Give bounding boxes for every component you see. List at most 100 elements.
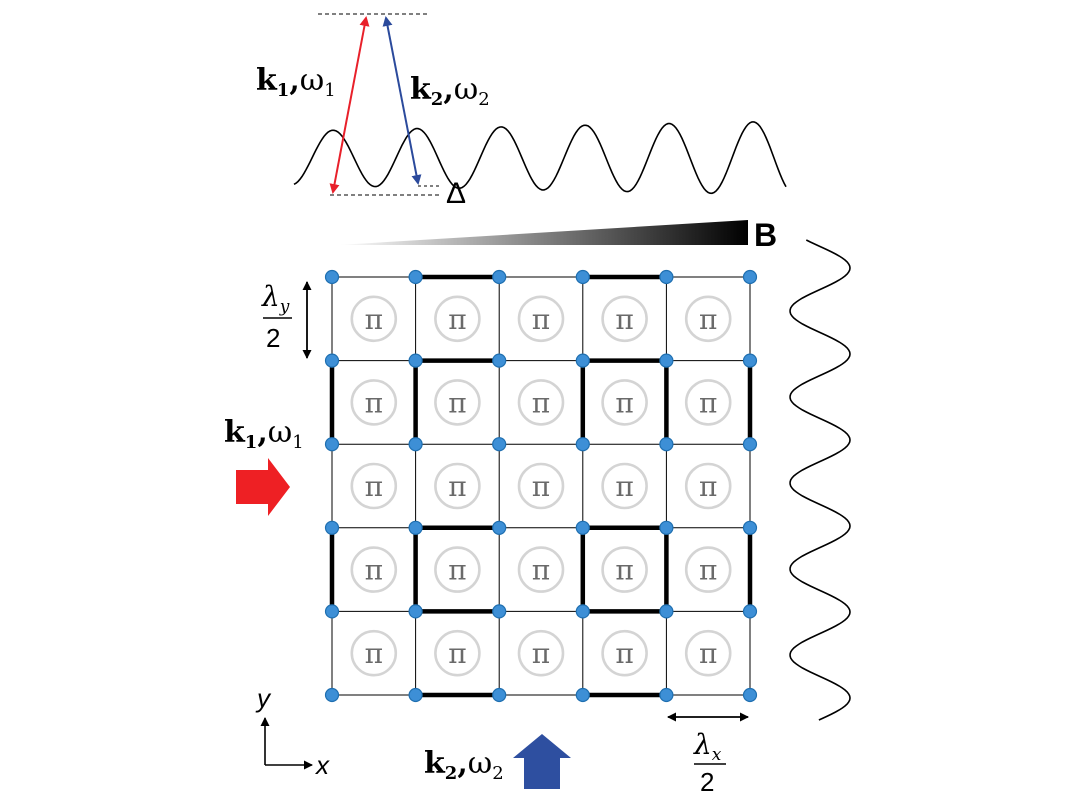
- flux-loop: [601, 295, 648, 343]
- lattice-site: [575, 604, 590, 619]
- plaquette-phase-label: π: [699, 303, 717, 336]
- flux-loop: [517, 295, 565, 343]
- lattice-site: [659, 604, 674, 619]
- lattice-site: [324, 269, 340, 285]
- detuning-label: Δ: [446, 177, 466, 210]
- flux-loop: [684, 546, 732, 593]
- field-gradient-wedge: [338, 220, 748, 245]
- lattice-site: [492, 520, 507, 535]
- lattice-site: [575, 269, 590, 285]
- standing-wave-y: [789, 239, 851, 721]
- lattice-site: [659, 353, 674, 368]
- flux-loop: [601, 629, 648, 677]
- plaquette-phase-label: π: [448, 386, 466, 419]
- field-gradient: B: [338, 217, 777, 253]
- spacing-x-dimension: λx 2: [667, 712, 749, 795]
- flux-loop: [434, 295, 481, 343]
- flux-loop: [517, 462, 565, 510]
- bottom-beam: k2,ω2: [424, 734, 571, 789]
- flux-loop: [434, 546, 481, 593]
- flux-loop: [517, 546, 565, 593]
- field-label: B: [754, 217, 777, 253]
- lattice-site: [324, 687, 340, 703]
- flux-loop: [684, 295, 732, 343]
- lattice-site: [575, 437, 590, 452]
- lattice-site: [492, 269, 507, 285]
- lattice-site: [742, 687, 758, 703]
- plaquette-phase-label: π: [365, 386, 383, 419]
- spacing-y-denominator: 2: [266, 323, 280, 353]
- plaquette-phase-label: π: [365, 470, 383, 503]
- plaquette-phase-label: π: [699, 554, 717, 587]
- lattice-site: [742, 269, 758, 285]
- left-beam-arrow: [236, 458, 290, 516]
- lattice-site: [742, 604, 758, 619]
- flux-loop: [350, 629, 398, 677]
- raman-scheme: k1,ω1 k2,ω2 Δ: [256, 13, 787, 210]
- plaquette-phase-label: π: [365, 303, 383, 336]
- lattice-site: [324, 437, 340, 452]
- lattice-site: [408, 353, 423, 368]
- lattice-site: [408, 604, 423, 619]
- lattice-site: [324, 520, 340, 535]
- lattice-site: [659, 437, 674, 452]
- flux-loop: [601, 379, 648, 426]
- lattice-site: [408, 687, 423, 703]
- beam2-transition-label: k2,ω2: [410, 72, 490, 110]
- spacing-y-dimension: λy 2: [261, 280, 312, 359]
- flux-loop: [434, 379, 481, 426]
- lattice-site: [575, 353, 590, 368]
- spacing-y-numerator: λy: [261, 280, 290, 317]
- flux-loop: [350, 462, 398, 510]
- plaquette-phase-label: π: [532, 470, 550, 503]
- lattice-site: [324, 604, 340, 619]
- left-beam: k1,ω1: [224, 415, 304, 516]
- flux-loop: [434, 629, 481, 677]
- flux-loop: [517, 629, 565, 677]
- lattice-site: [659, 687, 674, 703]
- flux-loop: [517, 379, 565, 426]
- flux-loop: [684, 629, 732, 677]
- lattice-site: [408, 437, 423, 452]
- bottom-beam-arrow: [513, 734, 571, 789]
- plaquette-phase-label: π: [448, 470, 466, 503]
- beam1-transition-label: k1,ω1: [256, 63, 336, 101]
- lattice-site: [408, 269, 423, 285]
- plaquette-phase-label: π: [532, 637, 550, 670]
- flux-loop: [601, 462, 648, 510]
- plaquette-phase-label: π: [532, 386, 550, 419]
- plaquette-phase-label: π: [448, 637, 466, 670]
- left-beam-label: k1,ω1: [224, 415, 304, 453]
- plaquette-phase-label: π: [365, 637, 383, 670]
- plaquette-phase-label: π: [448, 554, 466, 587]
- flux-loop: [350, 379, 398, 426]
- flux-loop: [350, 295, 398, 343]
- lattice-site: [492, 604, 507, 619]
- flux-loop: [601, 546, 648, 593]
- plaquette-phase-label: π: [615, 637, 633, 670]
- spacing-x-denominator: 2: [700, 767, 714, 795]
- lattice-site: [575, 520, 590, 535]
- flux-loop: [434, 462, 481, 510]
- lattice-site: [408, 520, 423, 535]
- plaquette-phase-label: π: [532, 554, 550, 587]
- lattice-site: [324, 353, 340, 368]
- lattice-site: [742, 520, 758, 535]
- potential-wave: [293, 121, 787, 195]
- flux-loop: [350, 546, 398, 593]
- plaquette-phase-label: π: [615, 470, 633, 503]
- beam2-transition-arrow: [382, 16, 422, 185]
- axes-indicator: y x: [255, 683, 330, 780]
- lattice-site: [492, 353, 507, 368]
- bottom-beam-label: k2,ω2: [424, 746, 504, 784]
- plaquette-phase-label: π: [615, 554, 633, 587]
- plaquette-phase-label: π: [699, 470, 717, 503]
- plaquette-phase-label: π: [532, 303, 550, 336]
- plaquette-phase-label: π: [699, 637, 717, 670]
- plaquette-phase-label: π: [615, 303, 633, 336]
- lattice-site: [575, 687, 590, 703]
- plaquette-phase-label: π: [365, 554, 383, 587]
- lattice-site: [659, 269, 674, 285]
